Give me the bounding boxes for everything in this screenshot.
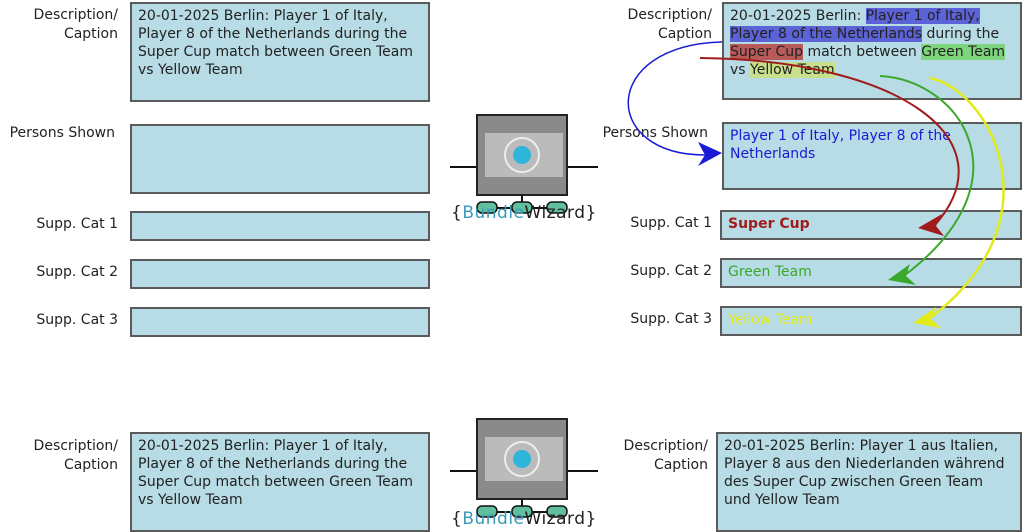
- label-cat3: Supp. Cat 3: [630, 311, 712, 327]
- text: match between: [803, 44, 922, 60]
- arrowhead-persons: [698, 142, 722, 166]
- highlight-cat1: Super Cup: [730, 44, 804, 60]
- description-translated[interactable]: 20-01-2025 Berlin: Player 1 aus Italien,…: [716, 432, 1022, 532]
- bundlewizard-wordmark: {BundleWizard}: [451, 509, 597, 529]
- cat3-field-right[interactable]: Yellow Team: [720, 306, 1022, 336]
- persons-field-right[interactable]: Player 1 of Italy, Player 8 of the Nethe…: [722, 122, 1022, 190]
- description-source[interactable]: 20-01-2025 Berlin: Player 1 of Italy, Pl…: [130, 432, 430, 532]
- cat1-field-left[interactable]: [130, 211, 430, 241]
- description-field-right[interactable]: 20-01-2025 Berlin: Player 1 of Italy, Pl…: [722, 2, 1022, 100]
- text: 20-01-2025 Berlin:: [730, 8, 866, 24]
- label-persons: Persons Shown: [9, 125, 115, 141]
- highlight-cat3: Yellow Team: [750, 62, 835, 78]
- brace: }: [585, 203, 597, 223]
- highlight-cat2: Green Team: [921, 44, 1006, 60]
- wizard-text: Wizard: [524, 509, 586, 529]
- cat2-field-left[interactable]: [130, 259, 430, 289]
- brace: {: [451, 203, 463, 223]
- wizard-text: Wizard: [524, 203, 586, 223]
- label-cat2: Supp. Cat 2: [630, 263, 712, 279]
- label-description: Description/ Caption: [623, 438, 708, 473]
- label-description: Description/ Caption: [33, 438, 118, 473]
- label-cat1: Supp. Cat 1: [630, 215, 712, 231]
- brace: {: [451, 509, 463, 529]
- cat1-field-right[interactable]: Super Cup: [720, 210, 1022, 240]
- bundlewizard-wordmark: {BundleWizard}: [451, 203, 597, 223]
- text: vs: [730, 62, 751, 78]
- bundlewizard-logo-icon: [450, 114, 598, 214]
- cat3-field-left[interactable]: [130, 307, 430, 337]
- label-description: Description/ Caption: [627, 7, 712, 42]
- brace: }: [585, 509, 597, 529]
- text: during the: [922, 26, 1000, 42]
- label-cat1: Supp. Cat 1: [36, 216, 118, 232]
- bundle-text: Bundle: [462, 509, 525, 529]
- bundle-text: Bundle: [462, 203, 525, 223]
- bundlewizard-logo-icon: [450, 418, 598, 518]
- description-field-left[interactable]: 20-01-2025 Berlin: Player 1 of Italy, Pl…: [130, 2, 430, 102]
- label-cat2: Supp. Cat 2: [36, 264, 118, 280]
- persons-field-left[interactable]: [130, 124, 430, 194]
- label-cat3: Supp. Cat 3: [36, 312, 118, 328]
- label-description: Description/ Caption: [33, 7, 118, 42]
- cat2-field-right[interactable]: Green Team: [720, 258, 1022, 288]
